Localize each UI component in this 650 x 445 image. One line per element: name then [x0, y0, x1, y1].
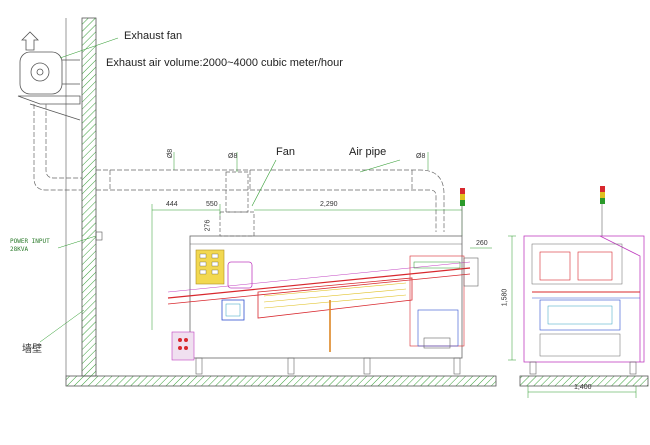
wall-label: 墙壁	[22, 344, 42, 355]
exhaust-fan-icon	[17, 31, 81, 121]
air-pipe-leader	[359, 159, 401, 173]
power-input-label: POWER INPUT	[10, 238, 50, 245]
wall-leader	[39, 309, 85, 343]
dimension-1580: 1,580	[501, 288, 509, 307]
power-input-box	[95, 231, 103, 241]
dimension-1400: 1,400	[574, 384, 592, 391]
dimension-lines	[151, 152, 637, 398]
fan-stack	[219, 171, 255, 237]
air-pipe-label: Air pipe	[349, 146, 387, 158]
dimension-444: 444	[166, 201, 178, 208]
power-input-rating: 28KVA	[10, 246, 29, 253]
pipe-diameter-left: Ø8	[167, 148, 175, 159]
dimension-2290: 2,290	[320, 201, 338, 208]
exhaust-fan-leader	[59, 37, 119, 59]
pipe-diameter-right: Ø8	[416, 153, 426, 160]
dimension-260: 260	[476, 240, 488, 247]
dimension-276: 276	[204, 219, 212, 232]
wall	[65, 17, 97, 377]
reflow-oven-front-view	[523, 186, 645, 375]
dimension-550: 550	[206, 201, 218, 208]
exhaust-fan-label: Exhaust fan	[124, 30, 183, 42]
fan-leader	[251, 159, 277, 207]
exhaust-air-volume-label: Exhaust air volume:2000~4000 cubic meter…	[106, 57, 343, 69]
floor	[65, 375, 649, 387]
power-input-leader	[57, 235, 97, 249]
pipe-diameter-mid: Ø8	[228, 153, 238, 160]
fan-label: Fan	[276, 146, 295, 158]
reflow-oven-side-view	[167, 188, 479, 375]
exhaust-duct	[33, 104, 445, 232]
